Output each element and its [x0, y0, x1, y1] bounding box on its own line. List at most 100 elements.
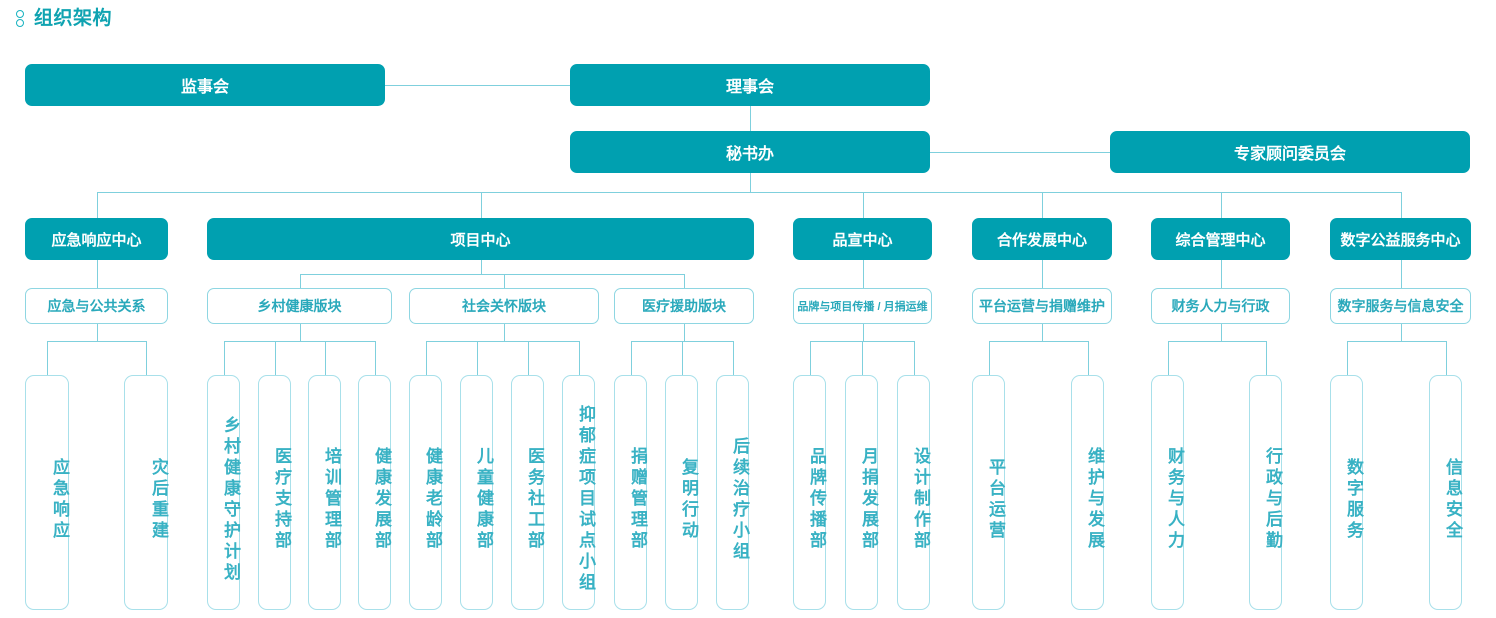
- node-division-platform-operation-donation-maintenance[interactable]: 平台运营与捐赠维护: [972, 288, 1112, 324]
- node-division-emergency-public-relations[interactable]: 应急与公共关系: [25, 288, 168, 324]
- connector-departments-bus-5-0: [1346, 341, 1446, 343]
- node-department-platform-operation-label: 平台运营: [986, 457, 1005, 542]
- connector-division-drop-0-0: [96, 324, 98, 341]
- connector-division-drop-2-0: [862, 324, 864, 341]
- connector-center-drop-1: [480, 260, 482, 274]
- node-department-brand-communication-dept-label: 品牌传播部: [807, 447, 826, 552]
- node-expert-advisory-committee[interactable]: 专家顾问委员会: [1110, 131, 1470, 173]
- node-department-post-disaster-reconstruction[interactable]: 灾后重建: [124, 375, 168, 610]
- connector-bus-to-division-1-2: [684, 274, 686, 288]
- node-department-sight-restoration-action[interactable]: 复明行动: [665, 375, 698, 610]
- node-center-cooperation-development-center[interactable]: 合作发展中心: [972, 218, 1112, 260]
- node-supervisory-board[interactable]: 监事会: [25, 64, 385, 106]
- connector-departments-bus-3-0: [988, 341, 1088, 343]
- node-department-administration-logistics[interactable]: 行政与后勤: [1249, 375, 1282, 610]
- node-board-of-directors-label: 理事会: [725, 79, 774, 96]
- connector-bus-to-center-4: [1220, 192, 1222, 218]
- node-center-project-center[interactable]: 项目中心: [207, 218, 754, 260]
- connector-bus-to-department-0-0-0: [47, 341, 49, 375]
- node-department-medical-social-work-dept[interactable]: 医务社工部: [511, 375, 544, 610]
- node-center-brand-communication-center-label: 品宣中心: [832, 231, 893, 249]
- node-board-of-directors[interactable]: 理事会: [570, 64, 930, 106]
- node-center-digital-charity-service-center[interactable]: 数字公益服务中心: [1330, 218, 1471, 260]
- connector-division-drop-5-0: [1400, 324, 1402, 341]
- node-division-finance-hr-administration[interactable]: 财务人力与行政: [1151, 288, 1290, 324]
- connector-bus-to-center-2: [862, 192, 864, 218]
- node-department-follow-up-treatment-group[interactable]: 后续治疗小组: [716, 375, 749, 610]
- node-secretariat-office[interactable]: 秘书办: [570, 131, 930, 173]
- connector-bus-to-division-1-0: [299, 274, 301, 288]
- node-department-digital-service[interactable]: 数字服务: [1330, 375, 1363, 610]
- connector-supervisory-to-board: [385, 85, 570, 87]
- connector-bus-to-department-1-1-1: [476, 341, 478, 375]
- node-center-brand-communication-center[interactable]: 品宣中心: [793, 218, 932, 260]
- node-department-medical-social-work-dept-label: 医务社工部: [525, 447, 544, 552]
- node-department-emergency-response[interactable]: 应急响应: [25, 375, 69, 610]
- node-department-platform-operation[interactable]: 平台运营: [972, 375, 1005, 610]
- node-division-finance-hr-administration-label: 财务人力与行政: [1171, 298, 1270, 314]
- node-division-brand-project-communication[interactable]: 品牌与项目传播 / 月捐运维: [793, 288, 932, 324]
- node-department-maintenance-development[interactable]: 维护与发展: [1071, 375, 1104, 610]
- node-department-health-development-dept[interactable]: 健康发展部: [358, 375, 391, 610]
- node-department-rural-health-guardian-plan[interactable]: 乡村健康守护计划: [207, 375, 240, 610]
- node-center-project-center-label: 项目中心: [450, 231, 511, 249]
- node-department-medical-support-dept[interactable]: 医疗支持部: [258, 375, 291, 610]
- node-department-finance-human-resources-label: 财务与人力: [1165, 447, 1184, 552]
- node-department-finance-human-resources[interactable]: 财务与人力: [1151, 375, 1184, 610]
- connector-bus-to-department-5-0-0: [1346, 341, 1348, 375]
- node-division-medical-aid-section[interactable]: 医疗援助版块: [614, 288, 754, 324]
- connector-bus-to-department-1-2-2: [732, 341, 734, 375]
- connector-bus-to-department-1-2-1: [681, 341, 683, 375]
- connector-departments-bus-0-0: [47, 341, 146, 343]
- connector-divisions-bus-1: [299, 274, 684, 276]
- connector-departments-bus-1-1: [425, 341, 579, 343]
- node-department-child-health-dept[interactable]: 儿童健康部: [460, 375, 493, 610]
- node-division-digital-service-information-security[interactable]: 数字服务与信息安全: [1330, 288, 1471, 324]
- node-department-healthy-aging-dept[interactable]: 健康老龄部: [409, 375, 442, 610]
- connector-departments-bus-1-0: [223, 341, 375, 343]
- node-division-platform-operation-donation-maintenance-label: 平台运营与捐赠维护: [979, 298, 1105, 314]
- node-department-depression-pilot-group-label: 抑郁症项目试点小组: [576, 405, 595, 594]
- connector-secretariat-drop: [750, 173, 752, 192]
- node-department-medical-support-dept-label: 医疗支持部: [272, 447, 291, 552]
- node-department-information-security[interactable]: 信息安全: [1429, 375, 1462, 610]
- node-department-training-management-dept[interactable]: 培训管理部: [308, 375, 341, 610]
- node-department-follow-up-treatment-group-label: 后续治疗小组: [730, 436, 749, 563]
- connector-division-drop-4-0: [1220, 324, 1222, 341]
- connector-center-to-division-5: [1400, 260, 1402, 288]
- connector-bus-to-department-1-0-0: [223, 341, 225, 375]
- node-department-brand-communication-dept[interactable]: 品牌传播部: [793, 375, 826, 610]
- node-department-maintenance-development-label: 维护与发展: [1085, 447, 1104, 552]
- connector-division-drop-3-0: [1042, 324, 1044, 341]
- node-department-information-security-label: 信息安全: [1443, 457, 1462, 542]
- node-division-rural-health-section[interactable]: 乡村健康版块: [207, 288, 392, 324]
- node-center-general-management-center[interactable]: 综合管理中心: [1151, 218, 1290, 260]
- node-center-digital-charity-service-center-label: 数字公益服务中心: [1340, 231, 1461, 249]
- connector-division-drop-1-0: [299, 324, 301, 341]
- node-supervisory-board-label: 监事会: [180, 79, 229, 96]
- node-department-design-production-dept[interactable]: 设计制作部: [897, 375, 930, 610]
- node-division-rural-health-section-label: 乡村健康版块: [257, 298, 342, 314]
- node-department-healthy-aging-dept-label: 健康老龄部: [423, 447, 442, 552]
- page-title: 组织架构: [14, 8, 112, 30]
- node-department-donation-management-dept[interactable]: 捐赠管理部: [614, 375, 647, 610]
- connector-bus-to-department-3-0-0: [988, 341, 990, 375]
- connector-bus-to-department-4-0-1: [1265, 341, 1267, 375]
- connector-bus-to-center-5: [1400, 192, 1402, 218]
- connector-bus-to-department-5-0-1: [1445, 341, 1447, 375]
- connector-bus-to-department-2-0-2: [913, 341, 915, 375]
- node-department-emergency-response-label: 应急响应: [50, 457, 69, 542]
- node-division-social-care-section[interactable]: 社会关怀版块: [409, 288, 599, 324]
- node-center-general-management-center-label: 综合管理中心: [1175, 231, 1266, 249]
- connector-bus-to-department-2-0-1: [861, 341, 863, 375]
- connector-secretariat-to-expert: [930, 152, 1110, 154]
- node-department-health-development-dept-label: 健康发展部: [372, 447, 391, 552]
- connector-departments-bus-4-0: [1167, 341, 1266, 343]
- node-department-digital-service-label: 数字服务: [1344, 457, 1363, 542]
- node-center-emergency-response-center[interactable]: 应急响应中心: [25, 218, 168, 260]
- node-department-depression-pilot-group[interactable]: 抑郁症项目试点小组: [562, 375, 595, 610]
- node-center-emergency-response-center-label: 应急响应中心: [51, 231, 142, 249]
- connector-board-to-secretariat: [750, 106, 752, 131]
- node-department-monthly-donation-development-dept[interactable]: 月捐发展部: [845, 375, 878, 610]
- node-department-monthly-donation-development-dept-label: 月捐发展部: [859, 447, 878, 552]
